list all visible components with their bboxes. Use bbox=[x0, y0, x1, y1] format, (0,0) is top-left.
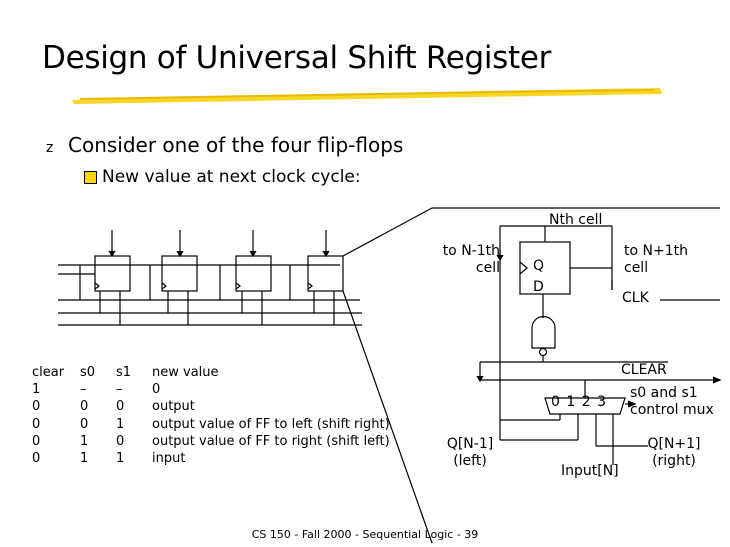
table-col-new-value: new value 0 output output value of FF to… bbox=[152, 365, 390, 467]
table-col-clear: clear 1 0 0 0 0 bbox=[32, 365, 65, 467]
table-col-s0: s0 – 0 0 1 1 bbox=[80, 365, 96, 467]
mux-inputs-label: 0 1 2 3 bbox=[551, 394, 607, 410]
d-label: D bbox=[533, 279, 544, 295]
flip-flop-3 bbox=[235, 255, 272, 292]
checkbox-bullet-icon bbox=[84, 171, 97, 184]
zoom-line-top bbox=[342, 207, 433, 257]
q-label: Q bbox=[533, 258, 545, 274]
nth-cell-label: Nth cell bbox=[549, 212, 603, 228]
z-bullet-icon: z bbox=[46, 140, 54, 156]
flip-flop-2 bbox=[161, 255, 198, 292]
table-header: new value bbox=[152, 365, 219, 380]
clear-label: CLEAR bbox=[621, 362, 667, 378]
bullet-level2: New value at next clock cycle: bbox=[84, 167, 361, 187]
slide-footer: CS 150 - Fall 2000 - Sequential Logic - … bbox=[251, 528, 479, 541]
mux bbox=[544, 397, 626, 415]
table-header: clear bbox=[32, 365, 65, 380]
mux-control-label: s0 and s1 control mux bbox=[630, 385, 714, 418]
table-header: s1 bbox=[116, 365, 132, 380]
input-label: Input[N] bbox=[561, 463, 619, 479]
table-header: s0 bbox=[80, 365, 96, 380]
clk-label: CLK bbox=[622, 290, 649, 306]
to-prev-cell-label: to N-1th cell bbox=[442, 243, 500, 276]
bullet2-text: New value at next clock cycle: bbox=[102, 167, 361, 187]
flip-flop-1 bbox=[94, 255, 131, 292]
flip-flop-row bbox=[58, 230, 362, 326]
table-col-s1: s1 – 0 1 0 1 bbox=[116, 365, 132, 467]
q-prev-label: Q[N-1] (left) bbox=[446, 436, 494, 469]
bullet-level1: z Consider one of the four flip-flops bbox=[46, 133, 403, 157]
bullet1-text: Consider one of the four flip-flops bbox=[68, 133, 404, 157]
and-gate bbox=[531, 315, 556, 349]
flip-flop-4 bbox=[307, 255, 344, 292]
q-next-label: Q[N+1] (right) bbox=[647, 436, 701, 469]
page-title: Design of Universal Shift Register bbox=[42, 40, 552, 76]
zoom-line-bottom bbox=[342, 290, 433, 544]
to-next-cell-label: to N+1th cell bbox=[624, 243, 688, 276]
